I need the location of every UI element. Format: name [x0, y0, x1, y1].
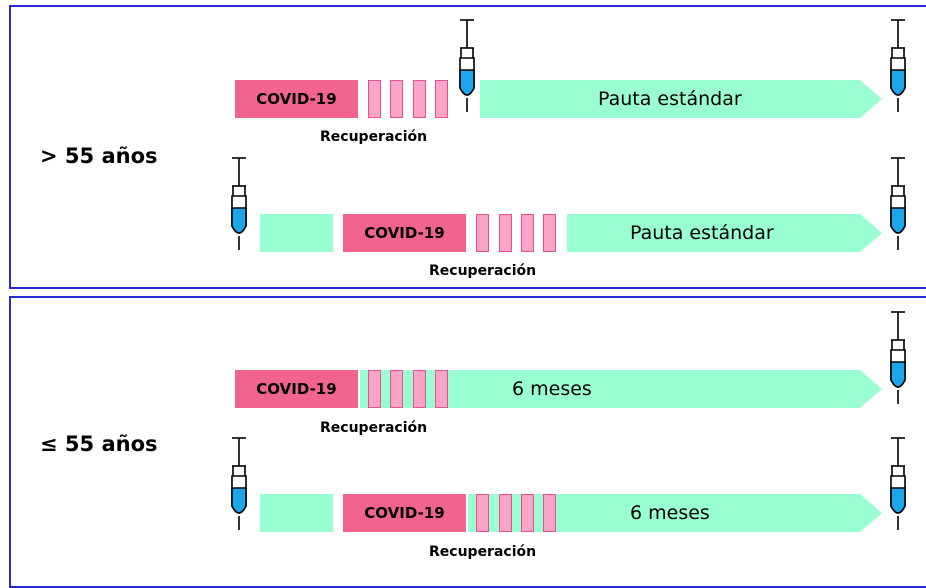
arrow-label: 6 meses	[512, 378, 592, 400]
syringe-icon	[890, 311, 906, 404]
group-label-over-55: > 55 años	[40, 144, 158, 168]
covid-box: COVID-19	[343, 214, 466, 252]
covid-box: COVID-19	[235, 80, 358, 118]
recovery-bar	[521, 494, 534, 532]
syringe-icon	[231, 437, 247, 530]
syringe-icon	[890, 19, 906, 112]
recovery-bar	[499, 214, 512, 252]
timeline-arrow	[480, 80, 882, 118]
recovery-label: Recuperación	[429, 263, 537, 279]
timeline-arrow	[567, 214, 882, 252]
recovery-label: Recuperación	[429, 544, 537, 560]
recovery-bar	[543, 214, 556, 252]
syringe-icon	[231, 157, 247, 250]
recovery-bar	[476, 494, 489, 532]
recovery-bar	[368, 80, 381, 118]
group-label-55-or-under: ≤ 55 años	[40, 432, 158, 456]
recovery-label: Recuperación	[320, 420, 428, 436]
covid-box: COVID-19	[343, 494, 466, 532]
recovery-bar	[390, 370, 403, 408]
syringe-icon	[459, 19, 475, 112]
recovery-bar	[499, 494, 512, 532]
timeline-arrow	[468, 494, 882, 532]
recovery-bar	[476, 214, 489, 252]
syringe-icon	[890, 157, 906, 250]
covid-box: COVID-19	[235, 370, 358, 408]
arrow-label: Pauta estándar	[630, 222, 774, 244]
recovery-bar	[413, 80, 426, 118]
arrow-label: 6 meses	[630, 502, 710, 524]
recovery-bar	[521, 214, 534, 252]
pre-infection-block	[260, 214, 333, 252]
recovery-bar	[390, 80, 403, 118]
syringe-icon	[890, 437, 906, 530]
timeline-arrow	[360, 370, 882, 408]
pre-infection-block	[260, 494, 333, 532]
recovery-bar	[543, 494, 556, 532]
recovery-bar	[413, 370, 426, 408]
panel-over-55	[9, 5, 926, 289]
recovery-bar	[368, 370, 381, 408]
recovery-label: Recuperación	[320, 129, 428, 145]
arrow-label: Pauta estándar	[598, 88, 742, 110]
recovery-bar	[435, 370, 448, 408]
recovery-bar	[435, 80, 448, 118]
